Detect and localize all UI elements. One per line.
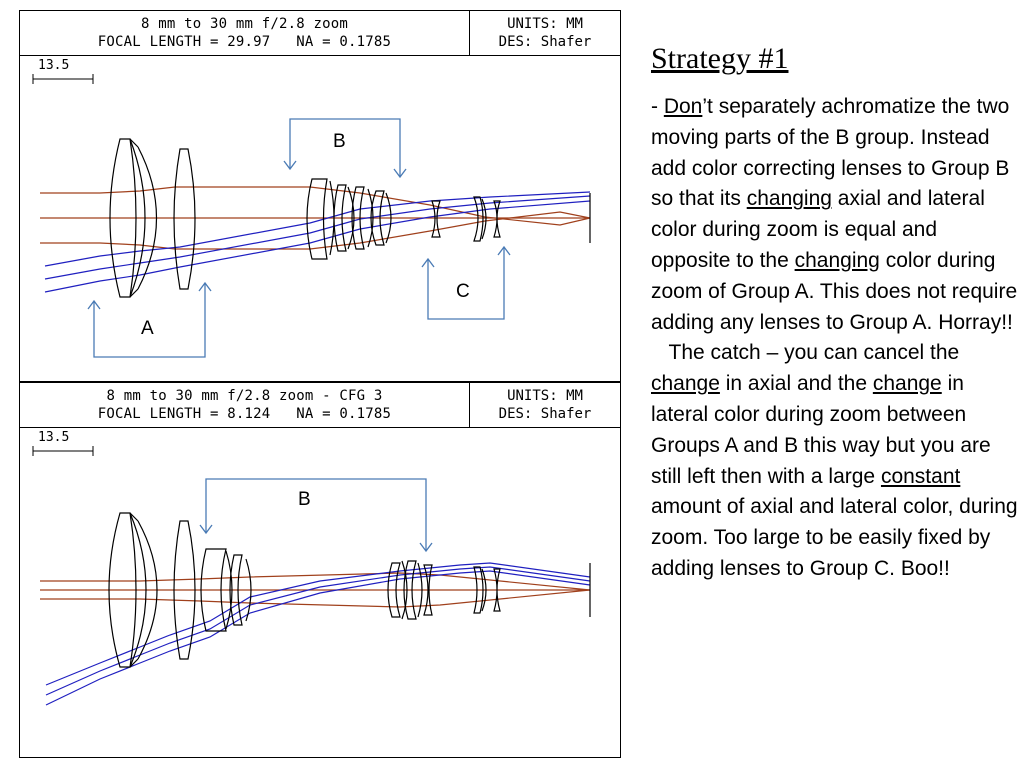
- top-title-line1: 8 mm to 30 mm f/2.8 zoom: [140, 16, 349, 32]
- strategy-text-panel: Strategy #1 - Don’t separately achromati…: [651, 40, 1021, 585]
- p2-part-c: in axial and the: [719, 372, 873, 396]
- p2-part-e: in lateral color during zoom between Gro…: [651, 372, 991, 488]
- p2-change-2: change: [872, 372, 942, 396]
- top-group-a-lenses: [109, 138, 196, 298]
- top-title-right: UNITS: MM DES: Shafer: [470, 11, 620, 59]
- bottom-field-rays: [45, 562, 591, 706]
- p1-changing-2: changing: [794, 248, 880, 272]
- bottom-axial-rays: [40, 572, 591, 608]
- bottom-scale-label: 13.5: [38, 430, 70, 445]
- top-scale-bar: [32, 74, 94, 84]
- top-scale-label: 13.5: [38, 58, 70, 73]
- top-title-line2: FOCAL LENGTH = 29.97 NA = 0.1785: [97, 34, 392, 50]
- p1-part-g: color during zoom of Group A. This does …: [651, 248, 1018, 334]
- top-group-c-label: C: [456, 281, 470, 302]
- top-designer: DES: Shafer: [498, 34, 592, 50]
- p1-dont: Don: [663, 95, 703, 118]
- bottom-title-left: 8 mm to 30 mm f/2.8 zoom - CFG 3 FOCAL L…: [20, 383, 470, 427]
- top-axial-rays: [40, 186, 591, 250]
- p2-part-g: amount of axial and lateral color, durin…: [651, 495, 1018, 580]
- strategy-body: - Don’t separately achromatize the two m…: [651, 92, 1021, 585]
- bottom-scale-bar: [32, 446, 94, 456]
- p1-changing-1: changing: [746, 187, 832, 211]
- p1-part-e: axial and lateral color during zoom is e…: [651, 187, 985, 272]
- top-group-a-label: A: [141, 318, 154, 339]
- top-group-b-lenses: [306, 178, 392, 260]
- top-group-brackets: [87, 118, 511, 358]
- top-title-left: 8 mm to 30 mm f/2.8 zoom FOCAL LENGTH = …: [20, 11, 470, 55]
- p2-part-a: The catch – you can cancel the: [651, 341, 966, 365]
- bottom-group-bracket: [199, 478, 433, 553]
- p1-part-a: -: [651, 95, 664, 118]
- top-lens-drawing: [32, 74, 591, 358]
- bottom-title-right: UNITS: MM DES: Shafer: [470, 383, 620, 431]
- bottom-designer: DES: Shafer: [498, 406, 592, 422]
- bottom-group-c-lenses: [387, 560, 591, 620]
- strategy-title: Strategy #1: [651, 42, 789, 75]
- top-title-block: 8 mm to 30 mm f/2.8 zoom FOCAL LENGTH = …: [20, 11, 620, 56]
- bottom-group-a-lenses: [108, 512, 196, 668]
- top-units: UNITS: MM: [507, 16, 583, 32]
- bottom-title-line2: FOCAL LENGTH = 8.124 NA = 0.1785: [97, 406, 392, 422]
- top-group-b-label: B: [333, 131, 346, 152]
- bottom-group-b-lenses: [200, 548, 252, 632]
- p2-constant: constant: [880, 464, 961, 488]
- top-field-rays: [44, 191, 591, 293]
- p1-part-c: ’t separately achromatize the two moving…: [651, 95, 1010, 211]
- bottom-lens-diagram-panel: 8 mm to 30 mm f/2.8 zoom - CFG 3 FOCAL L…: [19, 382, 621, 758]
- bottom-group-b-label: B: [298, 489, 311, 510]
- bottom-units: UNITS: MM: [507, 388, 583, 404]
- bottom-title-line1: 8 mm to 30 mm f/2.8 zoom - CFG 3: [106, 388, 383, 404]
- top-group-c-lenses: [431, 193, 591, 243]
- bottom-lens-drawing: [32, 446, 591, 706]
- bottom-title-block: 8 mm to 30 mm f/2.8 zoom - CFG 3 FOCAL L…: [20, 383, 620, 428]
- p2-change-1: change: [651, 372, 720, 396]
- top-lens-diagram-panel: 8 mm to 30 mm f/2.8 zoom FOCAL LENGTH = …: [19, 10, 621, 382]
